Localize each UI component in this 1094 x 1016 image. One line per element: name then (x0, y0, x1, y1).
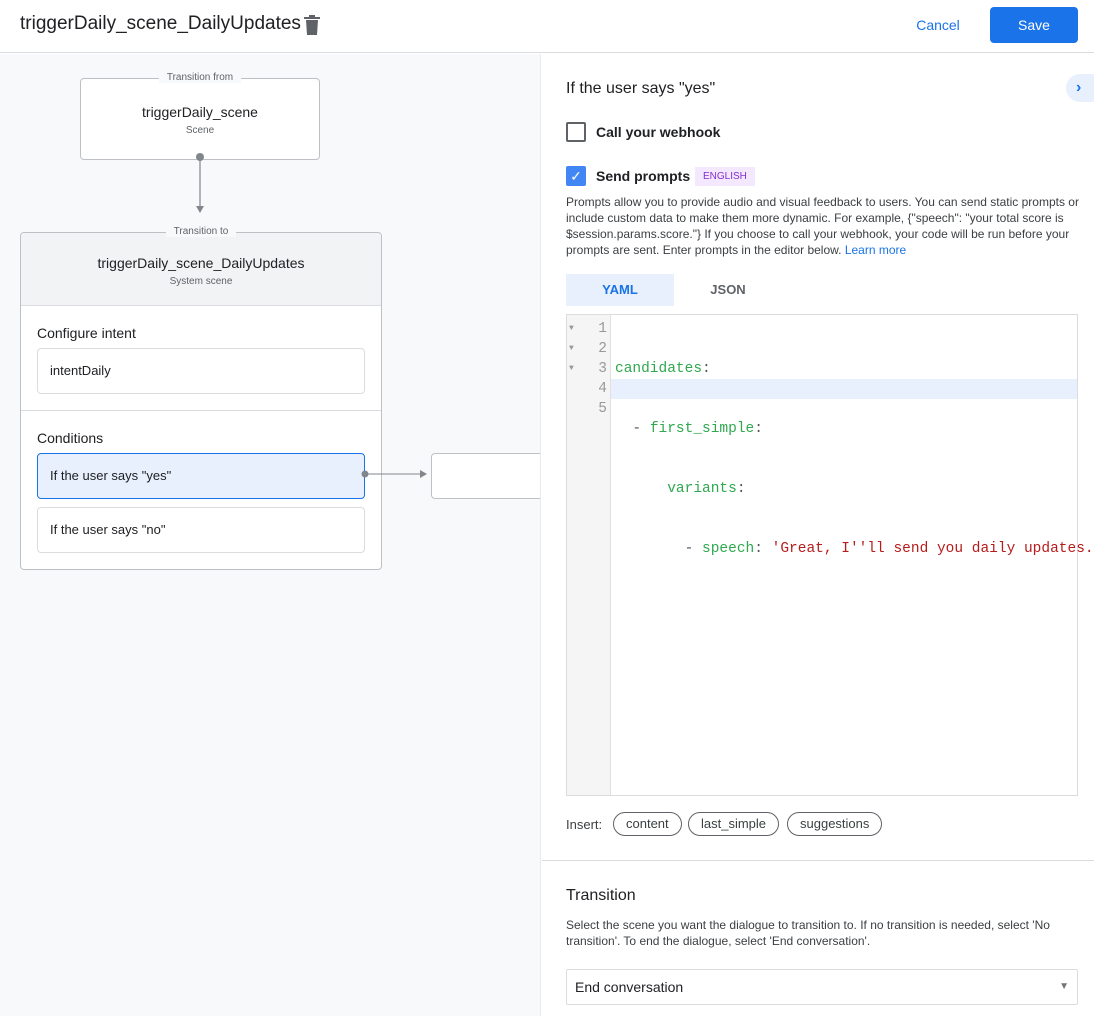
transition-select[interactable]: End conversation ▼ (566, 969, 1078, 1005)
transition-from-node[interactable]: Transition from triggerDaily_scene Scene (80, 72, 320, 160)
send-prompts-checkbox[interactable]: ✓ (566, 166, 586, 186)
page-title: triggerDaily_scene_DailyUpdates (20, 13, 301, 34)
line-number: ▼2 (569, 341, 607, 357)
target-node[interactable] (431, 453, 540, 499)
delete-icon[interactable] (303, 14, 321, 36)
node-legend: Transition to (165, 226, 237, 237)
condition-no[interactable]: If the user says "no" (37, 507, 365, 553)
line-number: ▼1 (569, 321, 607, 337)
insert-chip-suggestions[interactable]: suggestions (787, 812, 883, 836)
send-prompts-label: Send prompts (596, 168, 691, 184)
language-badge: ENGLISH (695, 167, 755, 186)
code-content: candidates: - first_simple: variants: - … (615, 361, 1094, 557)
condition-yes[interactable]: If the user says "yes" (37, 453, 365, 499)
conditions-label: Conditions (37, 430, 104, 446)
node-name: triggerDaily_scene (142, 104, 258, 120)
intent-item[interactable]: intentDaily (37, 348, 365, 394)
webhook-checkbox[interactable] (566, 122, 586, 142)
insert-label: Insert: (566, 817, 603, 832)
condition-panel: › If the user says "yes" Call your webho… (542, 54, 1094, 1016)
save-button[interactable]: Save (990, 7, 1078, 43)
node-legend: Transition from (158, 72, 242, 83)
learn-more-link[interactable]: Learn more (844, 243, 907, 257)
insert-chip-last-simple[interactable]: last_simple (688, 812, 780, 836)
dropdown-arrow-icon: ▼ (1059, 981, 1069, 992)
panel-title: If the user says "yes" (566, 80, 716, 97)
flow-canvas: Transition from triggerDaily_scene Scene… (0, 54, 541, 1016)
transition-to-node: Transition to triggerDaily_scene_DailyUp… (20, 226, 382, 570)
node-name: triggerDaily_scene_DailyUpdates (97, 255, 305, 271)
fold-icon: ▼ (569, 364, 574, 373)
chevron-right-icon[interactable]: › (1066, 74, 1094, 102)
configure-intent-label: Configure intent (37, 325, 136, 341)
line-number: 4 (598, 381, 607, 397)
prompts-description: Prompts allow you to provide audio and v… (566, 195, 1079, 257)
connector-arrow (196, 153, 204, 213)
header: triggerDaily_scene_DailyUpdates Cancel S… (0, 0, 1094, 53)
transition-title: Transition (566, 887, 636, 904)
fold-icon: ▼ (569, 344, 574, 353)
webhook-label: Call your webhook (596, 124, 721, 140)
code-editor[interactable]: ▼1 ▼2 ▼3 4 5 candidates: - first_simple:… (566, 314, 1094, 796)
condition-connector (361, 470, 427, 478)
tab-yaml[interactable]: YAML (566, 274, 674, 306)
line-number: 5 (598, 401, 607, 417)
fold-icon: ▼ (569, 324, 574, 333)
tab-json[interactable]: JSON (710, 282, 746, 297)
transition-description: Select the scene you want the dialogue t… (566, 918, 1050, 948)
cancel-button[interactable]: Cancel (904, 7, 972, 43)
transition-selected-value: End conversation (575, 979, 684, 995)
node-type: Scene (185, 125, 215, 136)
line-number: ▼3 (569, 361, 607, 377)
insert-chip-content[interactable]: content (613, 812, 682, 836)
node-type: System scene (169, 276, 233, 287)
